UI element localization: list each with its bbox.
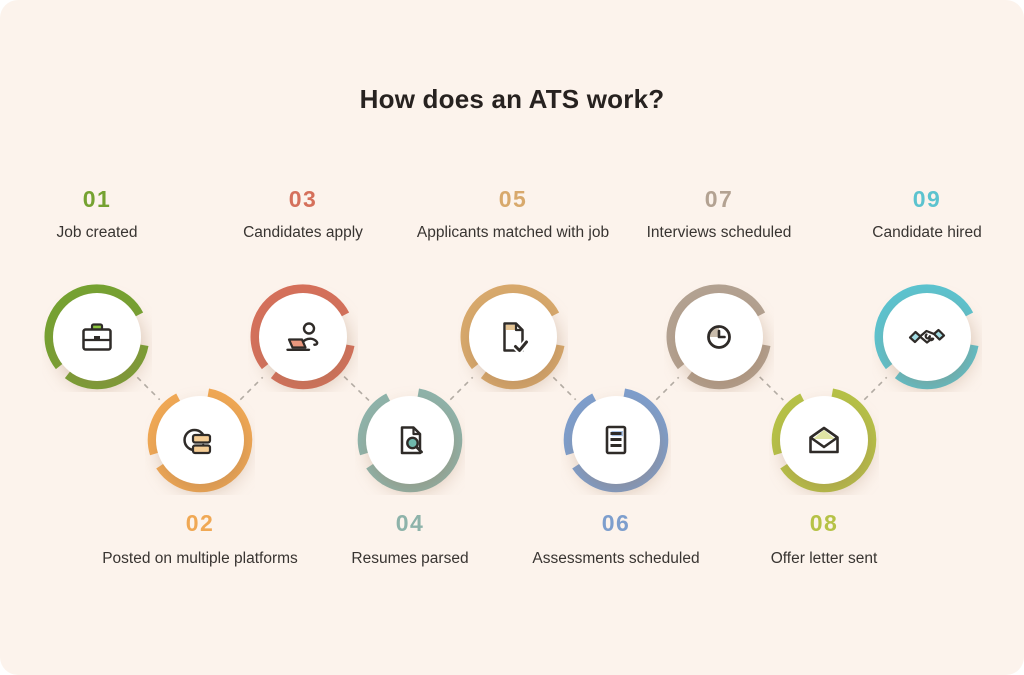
step-label: Interviews scheduled bbox=[646, 224, 792, 241]
step-circle-08 bbox=[769, 385, 879, 495]
clock-icon bbox=[707, 325, 731, 349]
step-circle-04 bbox=[355, 385, 465, 495]
platforms-icon bbox=[183, 428, 212, 455]
step-number: 04 bbox=[395, 510, 425, 536]
step-number: 01 bbox=[82, 186, 112, 212]
briefcase-icon bbox=[82, 323, 112, 351]
step-label: Job created bbox=[56, 224, 138, 241]
document-check-icon bbox=[503, 322, 530, 354]
person-laptop-icon bbox=[286, 322, 319, 351]
step-label: Applicants matched with job bbox=[416, 224, 610, 241]
step-number: 02 bbox=[185, 510, 215, 536]
step-circle-09 bbox=[872, 282, 982, 392]
handshake-icon bbox=[908, 328, 946, 344]
step-number: 09 bbox=[912, 186, 942, 212]
step-circle-06 bbox=[561, 385, 671, 495]
step-label: Candidate hired bbox=[872, 224, 982, 241]
step-circle-02 bbox=[145, 385, 255, 495]
step-number: 07 bbox=[704, 186, 734, 212]
step-circle-05 bbox=[458, 282, 568, 392]
step-number: 03 bbox=[288, 186, 318, 212]
step-label: Assessments scheduled bbox=[532, 550, 700, 567]
step-number: 05 bbox=[498, 186, 528, 212]
envelope-icon bbox=[809, 426, 839, 454]
step-circle-07 bbox=[664, 282, 774, 392]
step-label: Posted on multiple platforms bbox=[102, 550, 298, 567]
step-label: Offer letter sent bbox=[770, 550, 878, 567]
step-number: 06 bbox=[601, 510, 631, 536]
assessment-list-icon bbox=[605, 425, 627, 455]
step-circle-01 bbox=[42, 282, 152, 392]
step-label: Candidates apply bbox=[243, 224, 363, 241]
resume-search-icon bbox=[400, 426, 423, 455]
step-circle-03 bbox=[248, 282, 358, 392]
page-title: How does an ATS work? bbox=[359, 84, 665, 114]
step-number: 08 bbox=[809, 510, 839, 536]
step-label: Resumes parsed bbox=[351, 550, 469, 567]
